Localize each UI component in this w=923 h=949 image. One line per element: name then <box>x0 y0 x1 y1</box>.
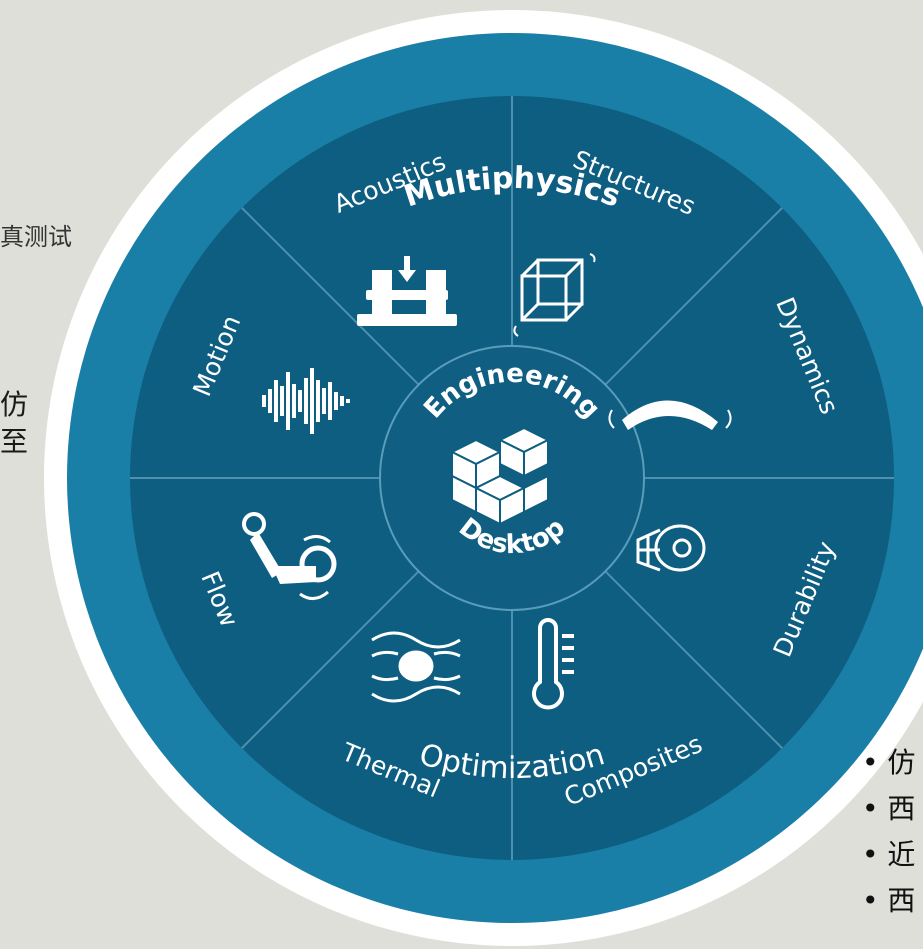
cube-stack-icon <box>449 426 551 526</box>
spoke-line <box>604 207 783 386</box>
hub-outline <box>379 345 645 611</box>
bullet-list: 仿 西 近 西 <box>862 740 915 924</box>
beam-press-icon <box>357 256 457 326</box>
bullet-item: 仿 <box>862 740 915 786</box>
bent-beam-icon <box>608 400 732 430</box>
spokes <box>130 96 894 860</box>
vibrating-cube-icon <box>513 253 596 337</box>
bullet-item: 西 <box>862 786 915 832</box>
fiber-roll-icon <box>636 524 706 572</box>
spoke-line <box>604 570 783 749</box>
bullet-item: 近 <box>862 832 915 878</box>
flow-lines-icon <box>371 631 461 703</box>
spoke-line <box>241 570 420 749</box>
thermometer-icon <box>532 618 574 710</box>
linkage-motion-icon <box>242 512 337 600</box>
background-text-1: 真测试 <box>0 223 72 251</box>
sound-wave-icon <box>262 368 350 434</box>
background-text-3: 至 <box>0 425 29 458</box>
background-text-2: 仿 <box>0 388 29 421</box>
bullet-item: 西 <box>862 878 915 924</box>
spoke-line <box>241 207 420 386</box>
